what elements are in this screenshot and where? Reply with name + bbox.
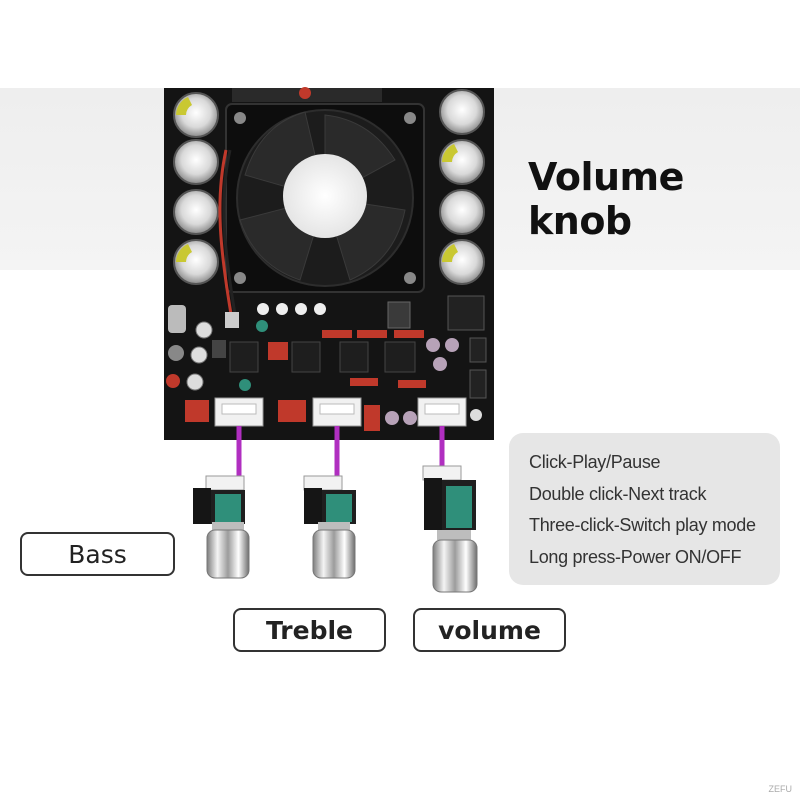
instruction-click: Click-Play/Pause [529, 452, 661, 472]
treble-label: Treble [233, 608, 386, 652]
volume-label: volume [413, 608, 566, 652]
watermark: ZEFU [768, 784, 793, 794]
knob-connectors [214, 397, 467, 427]
bass-label: Bass [20, 532, 175, 576]
volume-knob-module [422, 465, 478, 593]
connection-wires [236, 426, 445, 478]
instruction-long-press: Long press-Power ON/OFF [529, 546, 742, 567]
cooling-fan [218, 103, 425, 321]
instruction-three-click: Three-click-Switch play mode [529, 515, 756, 535]
instructions-panel: Click-Play/Pause Double click-Next track… [509, 433, 780, 585]
capacitor-column-left [173, 92, 219, 285]
board-components [166, 295, 487, 431]
capacitor-column-right [439, 89, 485, 285]
bass-knob-module [193, 475, 250, 579]
instruction-double-click: Double click-Next track [529, 483, 707, 504]
treble-knob-module [303, 475, 356, 579]
page-title: Volume knob [528, 155, 684, 243]
